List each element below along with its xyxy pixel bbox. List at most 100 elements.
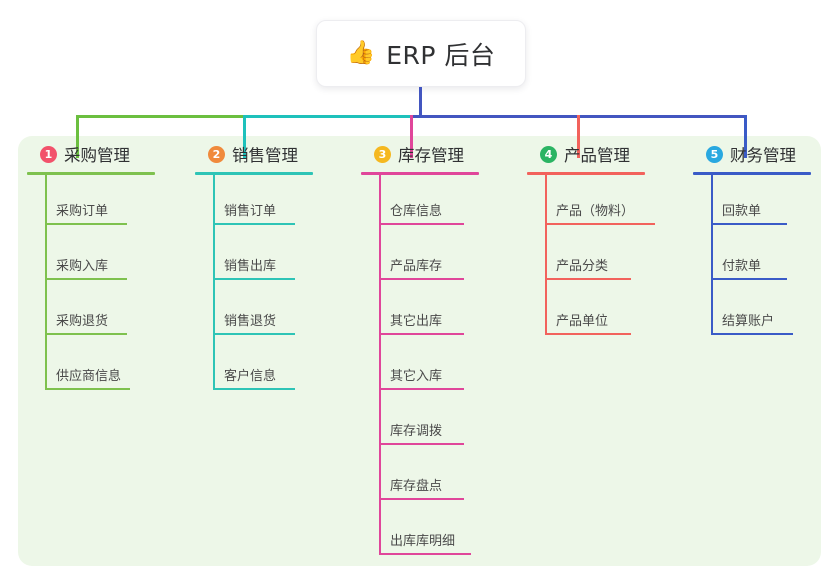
leaf-node[interactable]: 库存调拨	[352, 395, 512, 450]
connector-trunk-vertical	[419, 87, 422, 117]
leaf-node[interactable]: 其它入库	[352, 340, 512, 395]
column-title-2: 销售管理	[232, 146, 298, 165]
leaf-node[interactable]: 产品单位	[518, 285, 678, 340]
column-badge-3: 3	[374, 145, 391, 163]
column-body-1: 采购订单采购入库采购退货供应商信息	[18, 175, 178, 395]
leaf-node[interactable]: 产品（物料）	[518, 175, 678, 230]
root-node-content: 👍 ERP 后台	[347, 36, 496, 72]
column-badge-5: 5	[706, 145, 723, 163]
leaf-node-label: 产品单位	[556, 314, 609, 329]
leaf-node[interactable]: 付款单	[684, 230, 834, 285]
leaf-node-rule	[213, 388, 295, 390]
leaf-node-rule	[711, 278, 787, 280]
leaf-node[interactable]: 采购入库	[18, 230, 178, 285]
thumbs-up-icon: 👍	[346, 40, 376, 66]
diagram-background-panel	[18, 136, 821, 566]
leaf-node-label: 客户信息	[224, 369, 277, 384]
leaf-node[interactable]: 客户信息	[186, 340, 346, 395]
leaf-node-rule	[545, 223, 655, 225]
root-node-title: ERP 后台	[386, 40, 496, 70]
leaf-node-label: 其它入库	[390, 369, 443, 384]
column-header-rule-5	[693, 172, 811, 175]
column-header-rule-2	[195, 172, 313, 175]
connector-drop-4	[577, 115, 580, 158]
leaf-node[interactable]: 供应商信息	[18, 340, 178, 395]
column-1: 1 采购管理采购订单采购入库采购退货供应商信息	[18, 140, 178, 395]
connector-drop-2	[243, 115, 246, 158]
leaf-node-label: 销售出库	[224, 259, 277, 274]
leaf-node[interactable]: 销售出库	[186, 230, 346, 285]
leaf-node-rule	[379, 443, 464, 445]
leaf-node-label: 仓库信息	[390, 204, 443, 219]
leaf-node-label: 销售退货	[224, 314, 277, 329]
column-header-4[interactable]: 4 产品管理	[518, 140, 678, 168]
leaf-node-label: 采购退货	[56, 314, 109, 329]
leaf-node[interactable]: 仓库信息	[352, 175, 512, 230]
connector-drop-1	[76, 115, 79, 158]
column-title-4: 产品管理	[564, 146, 630, 165]
leaf-node-rule	[213, 278, 295, 280]
column-3: 3 库存管理仓库信息产品库存其它出库其它入库库存调拨库存盘点出库库明细	[352, 140, 512, 560]
leaf-node-label: 销售订单	[224, 204, 277, 219]
column-spine-1	[45, 175, 47, 390]
leaf-node-rule	[379, 223, 464, 225]
leaf-node-rule	[379, 553, 471, 555]
leaf-node-rule	[711, 333, 793, 335]
leaf-node[interactable]: 结算账户	[684, 285, 834, 340]
connector-bus-teal	[243, 115, 411, 118]
leaf-node[interactable]: 其它出库	[352, 285, 512, 340]
leaf-node[interactable]: 出库库明细	[352, 505, 512, 560]
column-title-3: 库存管理	[398, 146, 464, 165]
column-badge-2: 2	[208, 145, 225, 163]
leaf-node[interactable]: 产品分类	[518, 230, 678, 285]
leaf-node[interactable]: 采购退货	[18, 285, 178, 340]
column-4: 4 产品管理产品（物料） 产品分类产品单位	[518, 140, 678, 340]
leaf-node-label: 产品（物料）	[556, 204, 635, 219]
leaf-node[interactable]: 产品库存	[352, 230, 512, 285]
column-body-4: 产品（物料） 产品分类产品单位	[518, 175, 678, 340]
column-title-1: 采购管理	[64, 146, 130, 165]
leaf-node-label: 结算账户	[722, 314, 775, 329]
leaf-node-label: 采购订单	[56, 204, 109, 219]
leaf-node-rule	[45, 223, 127, 225]
column-header-rule-1	[27, 172, 155, 175]
root-node-erp-backend[interactable]: 👍 ERP 后台	[316, 20, 526, 87]
leaf-node[interactable]: 库存盘点	[352, 450, 512, 505]
leaf-node-rule	[545, 278, 631, 280]
column-header-2[interactable]: 2 销售管理	[186, 140, 346, 168]
leaf-node-rule	[45, 278, 127, 280]
leaf-node[interactable]: 采购订单	[18, 175, 178, 230]
leaf-node-rule	[213, 223, 295, 225]
column-header-3[interactable]: 3 库存管理	[352, 140, 512, 168]
column-body-3: 仓库信息产品库存其它出库其它入库库存调拨库存盘点出库库明细	[352, 175, 512, 560]
leaf-node[interactable]: 销售订单	[186, 175, 346, 230]
connector-drop-3	[410, 115, 413, 158]
column-header-1[interactable]: 1 采购管理	[18, 140, 178, 168]
leaf-node-label: 出库库明细	[390, 534, 456, 549]
leaf-node[interactable]: 销售退货	[186, 285, 346, 340]
leaf-node-rule	[45, 333, 127, 335]
column-2: 2 销售管理销售订单销售出库销售退货客户信息	[186, 140, 346, 395]
leaf-node-rule	[545, 333, 631, 335]
column-badge-1: 1	[40, 145, 57, 163]
leaf-node-label: 库存调拨	[390, 424, 443, 439]
column-badge-4: 4	[540, 145, 557, 163]
column-spine-3	[379, 175, 381, 555]
leaf-node-rule	[379, 333, 464, 335]
leaf-node-rule	[379, 388, 464, 390]
leaf-node[interactable]: 回款单	[684, 175, 834, 230]
column-header-rule-4	[527, 172, 645, 175]
leaf-node-label: 产品库存	[390, 259, 443, 274]
connector-drop-5	[744, 115, 747, 158]
leaf-node-label: 库存盘点	[390, 479, 443, 494]
leaf-node-label: 回款单	[722, 204, 762, 219]
leaf-node-rule	[711, 223, 787, 225]
leaf-node-rule	[379, 278, 464, 280]
leaf-node-label: 产品分类	[556, 259, 609, 274]
column-header-rule-3	[361, 172, 479, 175]
leaf-node-label: 采购入库	[56, 259, 109, 274]
column-body-2: 销售订单销售出库销售退货客户信息	[186, 175, 346, 395]
